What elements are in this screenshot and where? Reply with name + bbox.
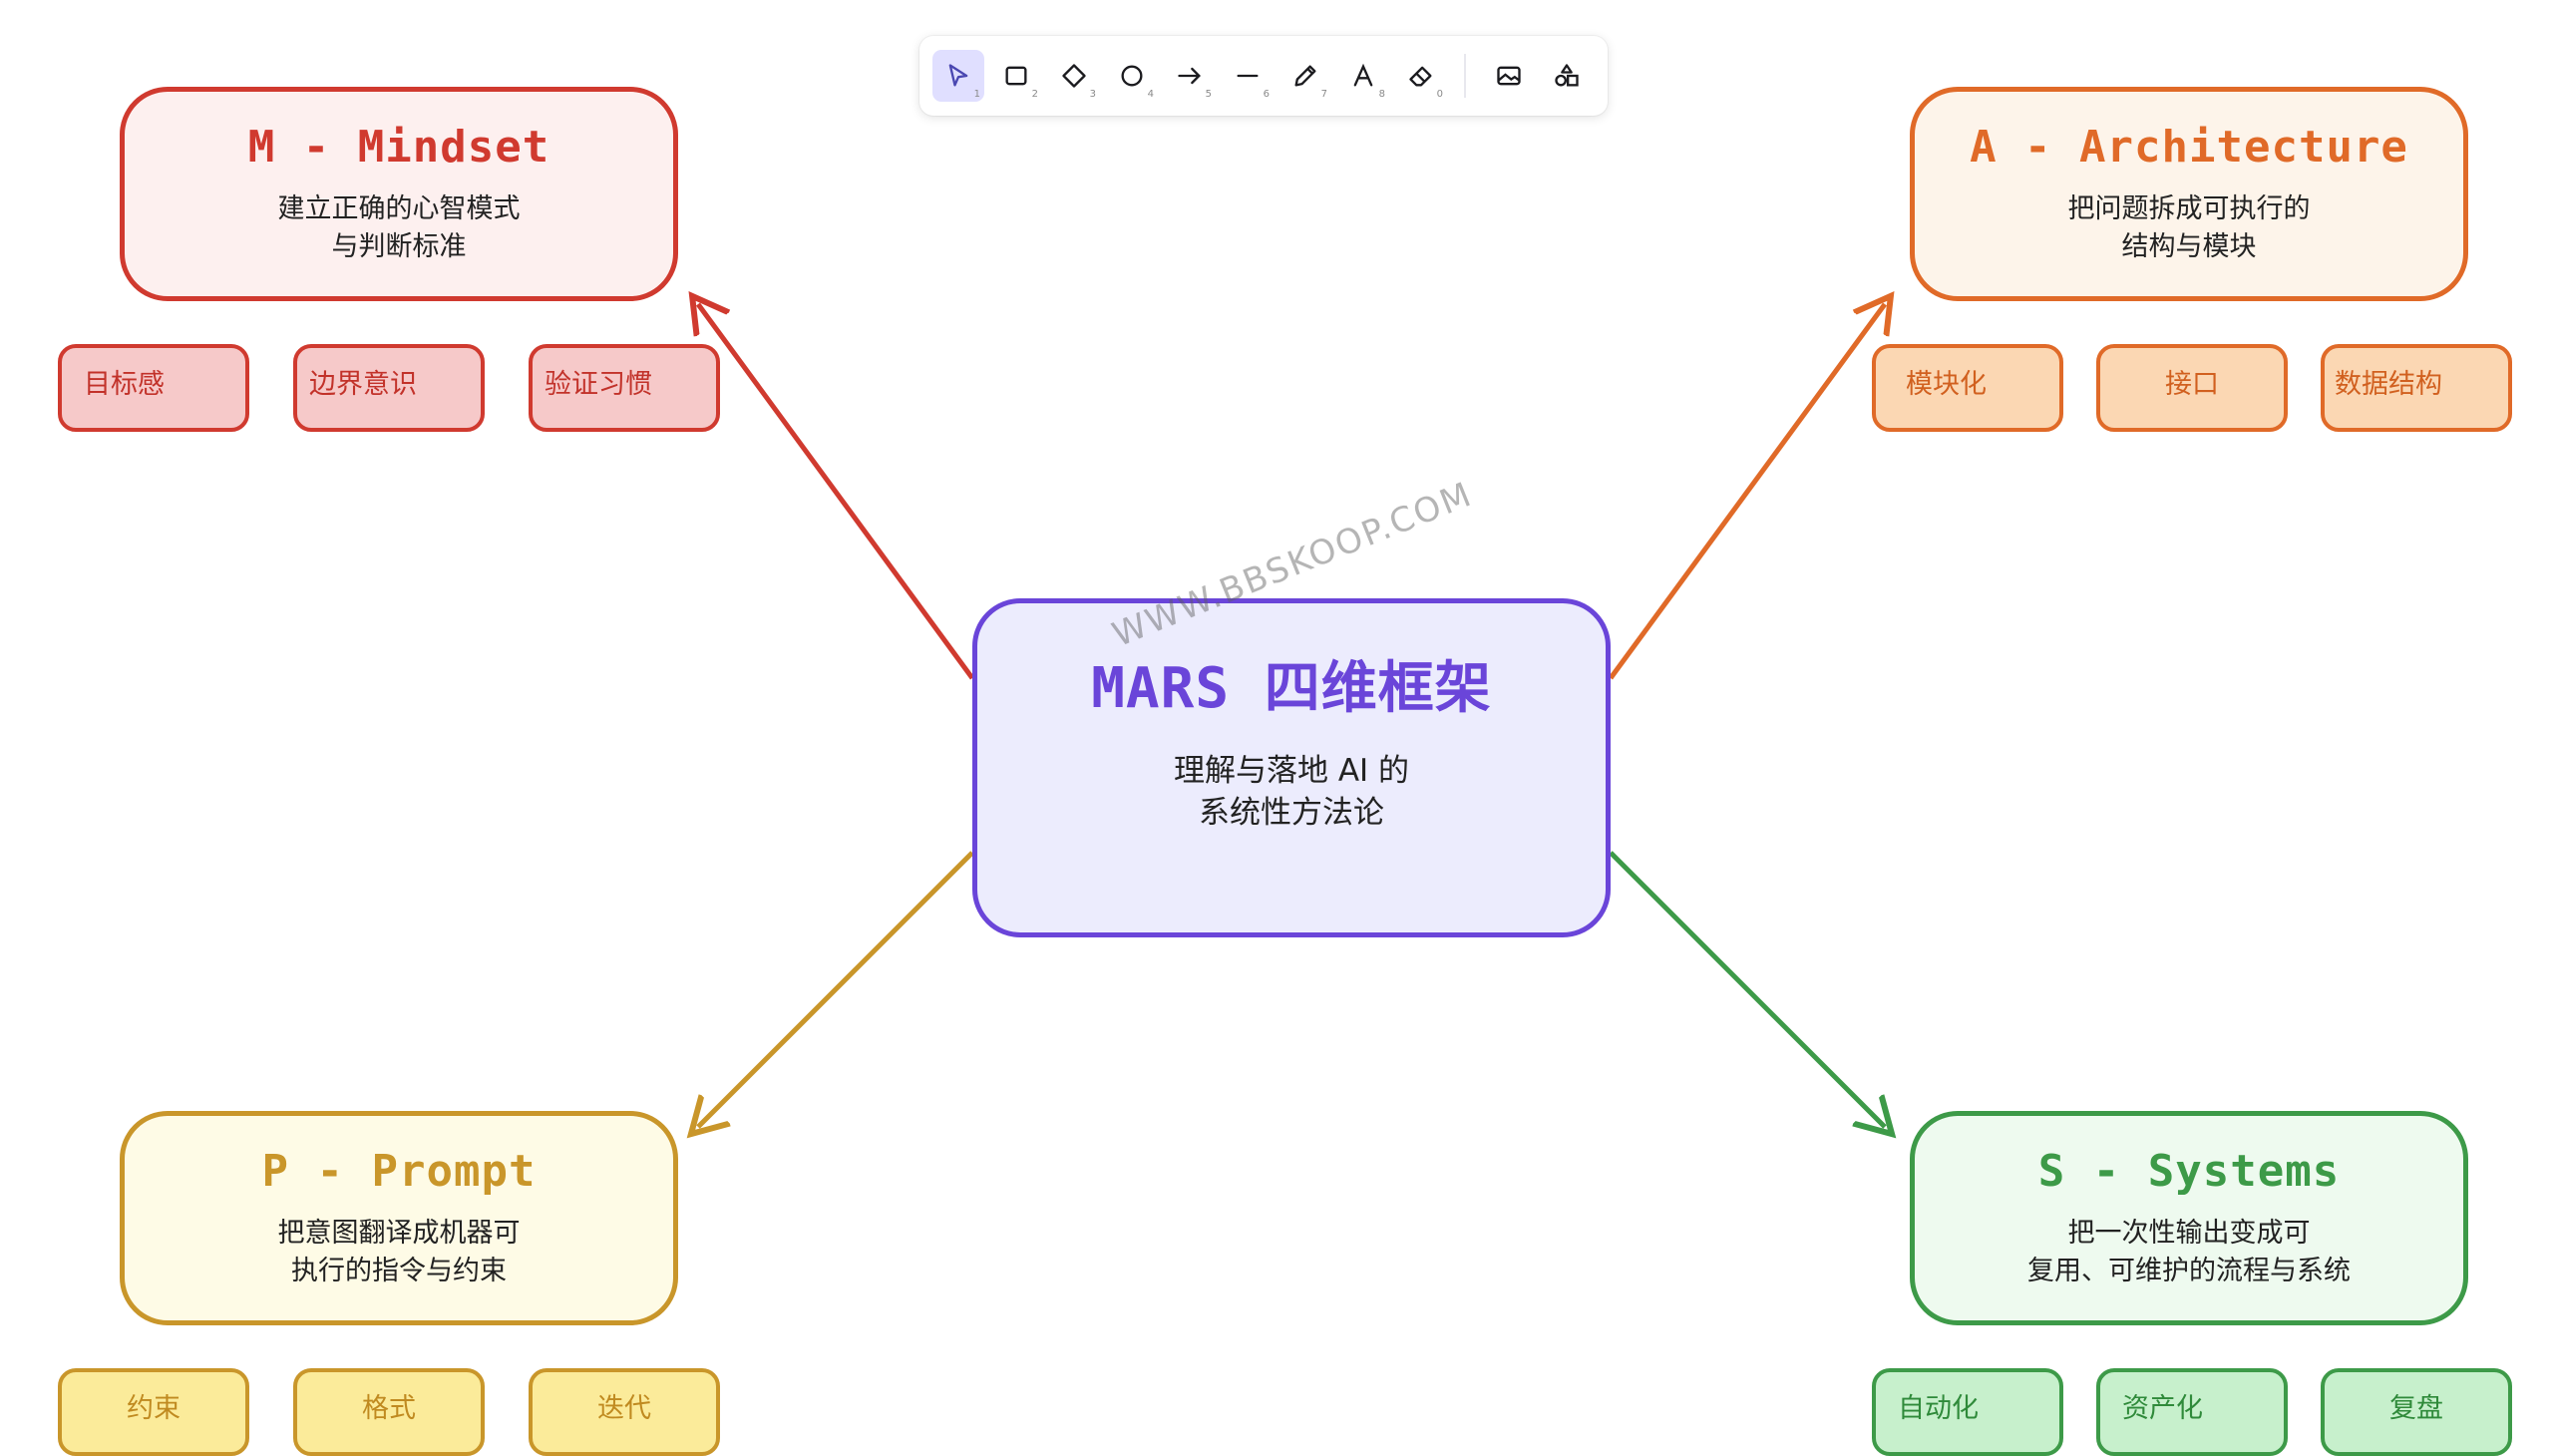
arrow-to-systems[interactable] xyxy=(1609,851,1885,1127)
chip-label: 自动化 xyxy=(1898,1393,1979,1424)
text-icon xyxy=(1353,63,1373,87)
arrow-tool-button[interactable]: 5 xyxy=(1164,50,1216,102)
chip-label: 验证习惯 xyxy=(545,369,652,400)
shapes-library-icon xyxy=(1555,64,1579,87)
systems-chip[interactable]: 复盘 xyxy=(2321,1368,2512,1456)
mindset-chip[interactable]: 边界意识 xyxy=(293,344,485,432)
shortcut-key: 5 xyxy=(1205,89,1212,100)
shortcut-key: 4 xyxy=(1147,89,1154,100)
prompt-title: P - Prompt xyxy=(261,1146,537,1197)
selection-arrow-icon xyxy=(948,64,968,87)
mindset-chip[interactable]: 验证习惯 xyxy=(529,344,720,432)
center-desc-line2: 系统性方法论 xyxy=(1199,795,1384,831)
architecture-chip[interactable]: 接口 xyxy=(2096,344,2288,432)
selection-tool-button[interactable]: 1 xyxy=(932,50,984,102)
systems-chip[interactable]: 资产化 xyxy=(2096,1368,2288,1456)
mindset-chip[interactable]: 目标感 xyxy=(58,344,249,432)
line-tool-button[interactable]: 6 xyxy=(1222,50,1274,102)
diamond-icon xyxy=(1062,64,1086,88)
rectangle-icon xyxy=(1005,66,1027,86)
chip-label: 目标感 xyxy=(84,369,165,400)
ellipse-tool-button[interactable]: 4 xyxy=(1106,50,1158,102)
text-tool-button[interactable]: 8 xyxy=(1337,50,1389,102)
pencil-tool-button[interactable]: 7 xyxy=(1279,50,1331,102)
mindset-title: M - Mindset xyxy=(247,122,550,173)
chip-label: 模块化 xyxy=(1906,369,1987,400)
shortcut-key: 7 xyxy=(1320,89,1327,100)
rectangle-tool-button[interactable]: 2 xyxy=(990,50,1042,102)
arrow-to-mindset[interactable] xyxy=(698,304,975,680)
prompt-chip[interactable]: 迭代 xyxy=(529,1368,720,1456)
drawing-toolbar: 1 2 3 4 5 6 7 8 0 xyxy=(919,36,1608,116)
mindset-node[interactable]: M - Mindset 建立正确的心智模式 与判断标准 xyxy=(120,87,678,301)
chip-label: 格式 xyxy=(362,1393,416,1424)
center-title: MARS 四维框架 xyxy=(1091,656,1492,721)
eraser-tool-button[interactable]: 0 xyxy=(1395,50,1447,102)
shapes-library-button[interactable] xyxy=(1541,50,1593,102)
center-node[interactable]: MARS 四维框架 理解与落地 AI 的 系统性方法论 xyxy=(972,598,1611,937)
center-desc-line1: 理解与落地 AI 的 xyxy=(1173,753,1410,789)
ellipse-icon xyxy=(1121,65,1143,87)
architecture-desc-line1: 把问题拆成可执行的 xyxy=(2067,193,2311,224)
chip-label: 资产化 xyxy=(2122,1393,2203,1424)
chip-label: 数据结构 xyxy=(2335,369,2442,400)
shortcut-key: 3 xyxy=(1089,89,1096,100)
arrow-to-architecture[interactable] xyxy=(1608,304,1885,680)
image-icon xyxy=(1497,66,1521,86)
arrow-to-prompt[interactable] xyxy=(698,851,974,1127)
prompt-chip[interactable]: 约束 xyxy=(58,1368,249,1456)
prompt-node[interactable]: P - Prompt 把意图翻译成机器可 执行的指令与约束 xyxy=(120,1111,678,1325)
architecture-title: A - Architecture xyxy=(1970,122,2408,173)
architecture-chip[interactable]: 数据结构 xyxy=(2321,344,2512,432)
chip-label: 约束 xyxy=(127,1393,181,1424)
shortcut-key: 6 xyxy=(1263,89,1270,100)
systems-title: S - Systems xyxy=(2037,1146,2341,1197)
prompt-chip[interactable]: 格式 xyxy=(293,1368,485,1456)
prompt-desc-line2: 执行的指令与约束 xyxy=(291,1256,507,1286)
architecture-desc-line2: 结构与模块 xyxy=(2121,231,2257,262)
shortcut-key: 2 xyxy=(1031,89,1038,100)
chip-label: 边界意识 xyxy=(309,369,417,400)
shortcut-key: 8 xyxy=(1378,89,1385,100)
insert-image-button[interactable] xyxy=(1483,50,1535,102)
mindset-desc-line2: 与判断标准 xyxy=(331,231,467,262)
systems-desc-line1: 把一次性输出变成可 xyxy=(2067,1218,2311,1249)
chip-label: 接口 xyxy=(2165,369,2219,400)
architecture-chip[interactable]: 模块化 xyxy=(1872,344,2063,432)
shortcut-key: 1 xyxy=(973,89,980,100)
pencil-icon xyxy=(1294,65,1316,87)
diamond-tool-button[interactable]: 3 xyxy=(1048,50,1100,102)
arrow-icon xyxy=(1178,67,1201,85)
chip-label: 复盘 xyxy=(2389,1393,2443,1424)
systems-chip[interactable]: 自动化 xyxy=(1872,1368,2063,1456)
toolbar-divider xyxy=(1464,54,1466,98)
prompt-desc-line1: 把意图翻译成机器可 xyxy=(277,1218,521,1249)
chip-label: 迭代 xyxy=(597,1393,651,1424)
line-icon xyxy=(1237,74,1259,78)
eraser-icon xyxy=(1409,66,1432,87)
architecture-node[interactable]: A - Architecture 把问题拆成可执行的 结构与模块 xyxy=(1910,87,2468,301)
mindset-desc-line1: 建立正确的心智模式 xyxy=(277,193,521,224)
systems-desc-line2: 复用、可维护的流程与系统 xyxy=(2027,1256,2351,1286)
systems-node[interactable]: S - Systems 把一次性输出变成可 复用、可维护的流程与系统 xyxy=(1910,1111,2468,1325)
shortcut-key: 0 xyxy=(1436,89,1443,100)
